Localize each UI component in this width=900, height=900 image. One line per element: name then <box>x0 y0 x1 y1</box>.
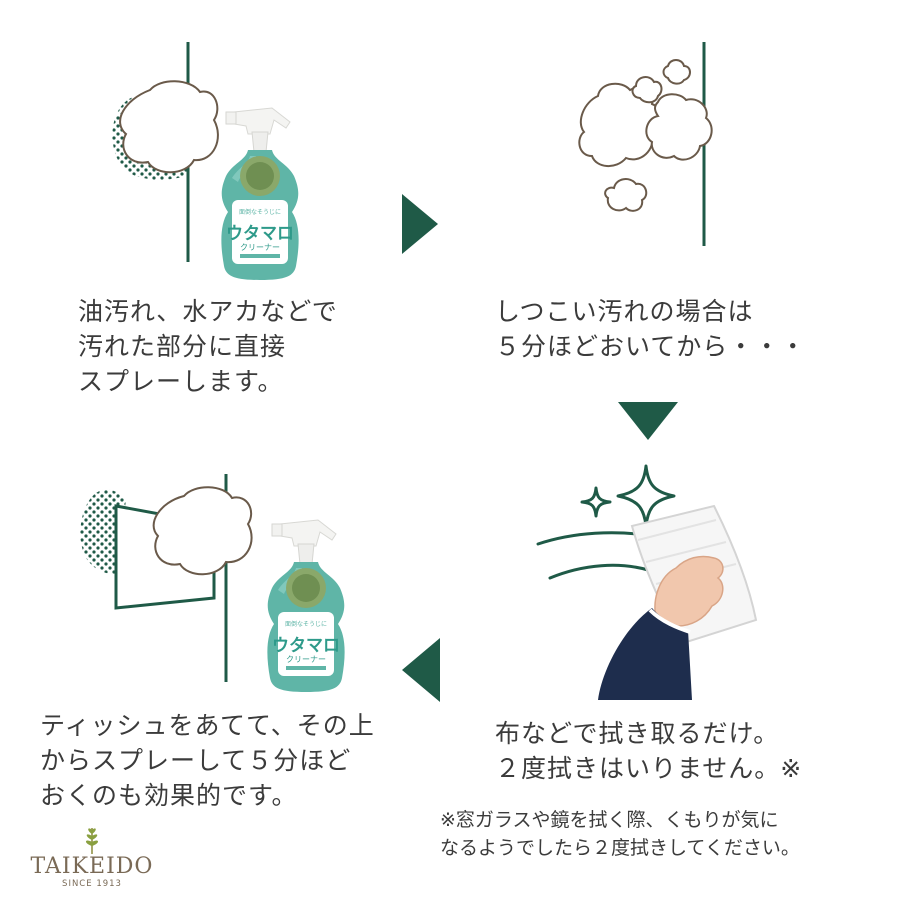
brand-since: SINCE 1913 <box>62 879 122 889</box>
step-2-illustration <box>578 42 713 246</box>
step-1-line: スプレーします。 <box>78 367 284 396</box>
brand-name: TAIKEIDO <box>30 854 154 879</box>
spray-cloud <box>152 486 253 576</box>
footnote-line: なるようでしたら２度拭きしてください。 <box>440 837 800 859</box>
leaf-icon <box>85 828 99 854</box>
step-4-line: おくのも効果的です。 <box>40 781 298 810</box>
spray-bottle-icon <box>220 107 300 281</box>
hand <box>654 555 724 627</box>
step-4-line: ティッシュをあてて、その上 <box>40 711 375 740</box>
spray-bottle-icon <box>266 519 346 693</box>
step-2-line: しつこい汚れの場合は <box>495 297 754 326</box>
wipe-lines <box>536 531 654 580</box>
step-2-text: しつこい汚れの場合は ５分ほどおいてから・・・ <box>495 294 806 364</box>
step-1-line: 汚れた部分に直接 <box>78 332 287 361</box>
step-2-line: ５分ほどおいてから・・・ <box>495 332 807 361</box>
foam-bubbles <box>578 59 713 212</box>
arrow-left-icon <box>402 638 440 702</box>
spray-cloud <box>119 80 219 174</box>
sleeve <box>598 608 692 700</box>
arrow-down-icon <box>618 402 678 440</box>
step-1-line: 油汚れ、水アカなどで <box>78 297 338 326</box>
step-4-text: ティッシュをあてて、その上 からスプレーして５分ほど おくのも効果的です。 <box>40 708 375 813</box>
wall-spray-illustration <box>112 42 300 281</box>
step-4-illustration <box>80 474 346 693</box>
footnote: ※窓ガラスや鏡を拭く際、くもりが気に なるようでしたら２度拭きしてください。 <box>440 806 800 862</box>
step-3-illustration <box>536 464 758 700</box>
step-4-line: からスプレーして５分ほど <box>40 746 352 775</box>
step-3-text: 布などで拭き取るだけ。 ２度拭きはいりません。※ <box>495 716 802 786</box>
sparkle-icon <box>580 464 676 528</box>
step-3-line: 布などで拭き取るだけ。 <box>495 719 780 748</box>
brand-logo: TAIKEIDO SINCE 1913 <box>26 824 158 889</box>
step-1-text: 油汚れ、水アカなどで 汚れた部分に直接 スプレーします。 <box>78 294 338 399</box>
arrow-right-icon <box>402 194 438 254</box>
footnote-line: ※窓ガラスや鏡を拭く際、くもりが気に <box>440 809 779 831</box>
step-3-line: ２度拭きはいりません。※ <box>495 754 803 783</box>
